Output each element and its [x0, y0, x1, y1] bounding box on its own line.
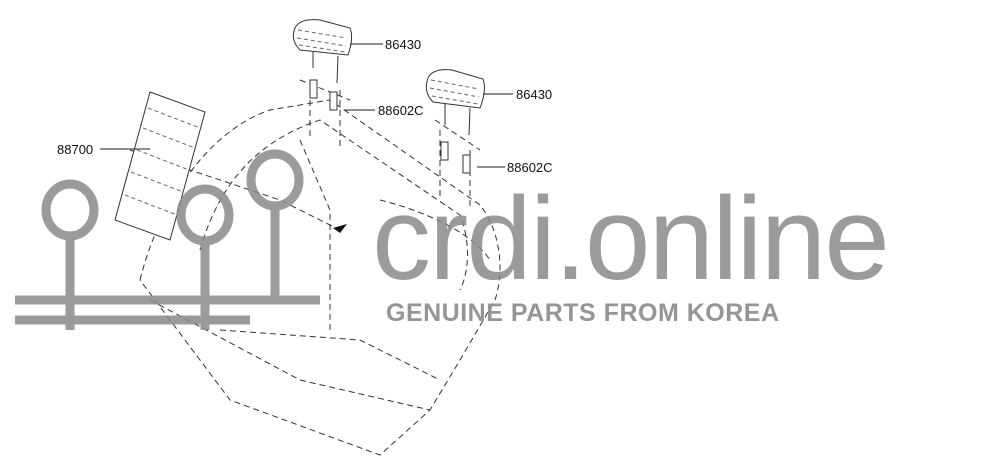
headrest-right-shape — [425, 69, 485, 174]
part-label-88602c-right[interactable]: 88602C — [507, 160, 553, 175]
watermark-brand: crdi.online — [372, 173, 890, 305]
part-label-86430-right[interactable]: 86430 — [516, 87, 553, 102]
part-label-88700[interactable]: 88700 — [57, 142, 94, 157]
watermark-logo-icon — [15, 149, 320, 330]
part-label-86430-left[interactable]: 86430 — [385, 37, 422, 52]
watermark-tagline: GENUINE PARTS FROM KOREA — [386, 299, 780, 327]
arrow-icon — [333, 224, 347, 233]
part-label-88602c-left[interactable]: 88602C — [378, 103, 424, 118]
headrest-left-shape — [292, 19, 353, 111]
seatback-frame-shape — [114, 91, 206, 241]
leader-lines — [100, 43, 513, 168]
